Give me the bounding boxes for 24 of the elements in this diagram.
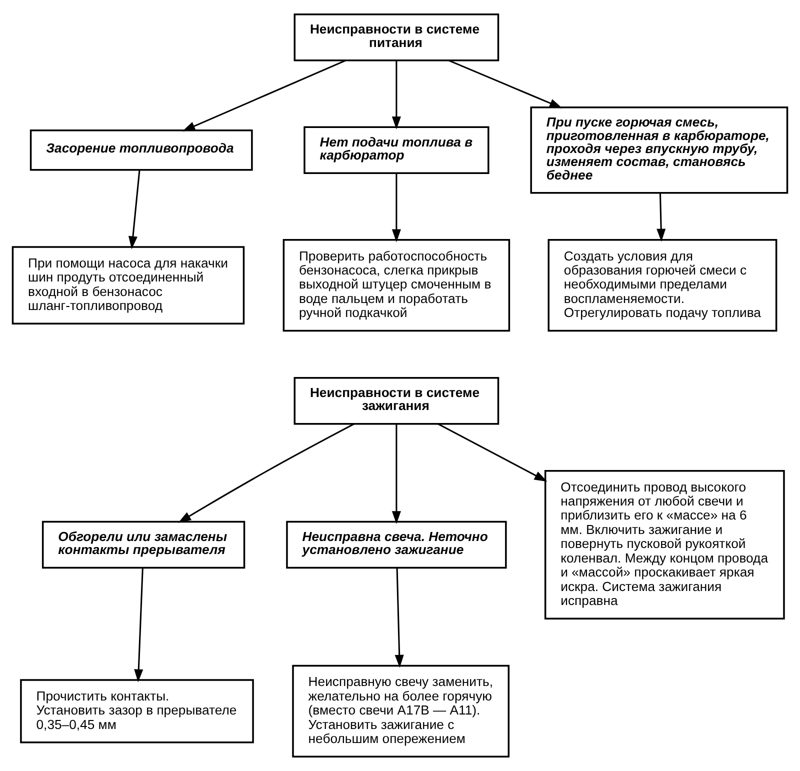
node-box: Засорение топливопровода xyxy=(30,130,253,171)
arrow xyxy=(438,423,548,482)
node-box: Создать условия для образования горючей смеси с необходимыми пределами воспламеняемости. Отрегулировать подачу топлива xyxy=(548,239,778,332)
node-box: Прочистить контакты. Установить зазор в прерывателе 0,35–0,45 мм xyxy=(20,679,254,744)
node-box: Отсоединить провод высокого напряжения от любой свечи и приблизить его к «массе» на 6 мм. Включить зажигание и повернуть пусковой рукояткой коленвал. Между концом провода и «массой» проскакивает яркая искра. Система зажигания исправна xyxy=(544,470,785,620)
arrow xyxy=(128,170,140,250)
node-box: Неисправности в системе питания xyxy=(294,14,500,62)
arrow xyxy=(182,60,346,132)
arrow xyxy=(392,173,401,242)
arrow xyxy=(394,568,404,668)
node-box: Неисправна свеча. Неточно установлено зажигание xyxy=(286,520,507,569)
node-box: Нет подачи топлива в карбюратор xyxy=(304,126,490,174)
node-box: Проверить работоспособность бензонасоса, слегка прикрыв выходной штуцер смоченным в воде пальцем и поработать ручной подкачкой xyxy=(282,239,510,332)
node-box: Неисправности в системе зажигания xyxy=(294,376,500,425)
node-box: При пуске горючая смесь, приготовленная в карбюраторе, проходя через впускную трубу, изменяет состав, становясь беднее xyxy=(530,106,788,194)
arrow xyxy=(134,568,144,682)
node-box: Неисправную свечу заменить, желательно на более горячую (вместо свечи А17В — А11). Установить зажигание с небольшим опережением xyxy=(292,664,510,758)
arrow xyxy=(392,60,401,130)
arrow xyxy=(656,192,666,242)
arrow xyxy=(392,424,401,524)
arrow xyxy=(448,60,562,108)
arrow xyxy=(178,423,355,523)
node-box: При помощи насоса для накачки шин продуть отсоединенный входной в бензонасос шланг-топливопровод xyxy=(12,246,245,325)
node-box: Обгорели или замаслены контакты прерывателя xyxy=(42,520,246,569)
